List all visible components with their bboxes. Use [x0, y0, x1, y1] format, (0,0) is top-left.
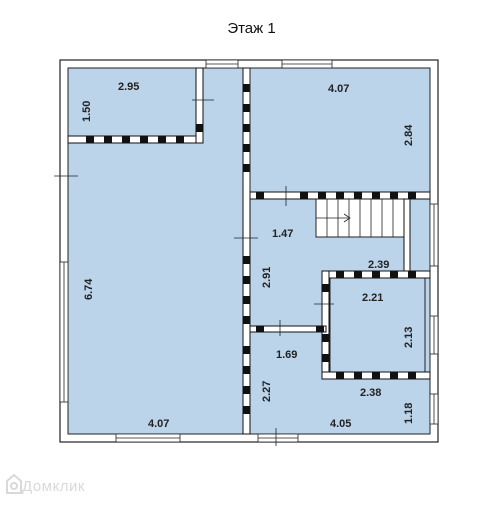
wall-bath-top-dashes — [336, 271, 416, 278]
wall-top-left-right — [195, 67, 204, 144]
room-bath — [329, 277, 426, 373]
wall-top-right-bottom-dashes — [256, 192, 416, 199]
watermark: Домклик — [22, 478, 85, 495]
dim-hall-width: 1.47 — [272, 228, 293, 240]
wall-bath-bottom-dashes — [336, 372, 416, 379]
dim-bath-height: 2.13 — [403, 327, 415, 348]
wall-small-room-top — [249, 325, 327, 333]
wall-top-left-bottom-dashes — [86, 136, 184, 143]
dim-top-left-width: 2.95 — [118, 81, 139, 93]
dim-top-left-height: 1.50 — [81, 101, 93, 122]
window-top-1 — [205, 59, 239, 69]
window-right-3 — [429, 393, 439, 425]
window-right-1 — [429, 203, 439, 267]
dim-hall-height: 2.91 — [261, 267, 273, 288]
dim-bottom-center-height: 2.27 — [261, 381, 273, 402]
window-bottom-2 — [257, 433, 299, 443]
dim-bath-bottom: 2.38 — [360, 387, 381, 399]
dim-top-right-width: 4.07 — [328, 83, 349, 95]
floor-title: Этаж 1 — [227, 20, 276, 37]
dim-top-right-height: 2.84 — [403, 124, 415, 146]
dim-bath-top: 2.39 — [368, 259, 389, 271]
window-bottom-1 — [115, 433, 181, 443]
wall-central-dashes — [243, 84, 250, 414]
dim-small-room-width: 1.69 — [276, 349, 297, 361]
stair-wall — [403, 198, 411, 276]
domclick-logo-icon — [6, 474, 22, 494]
dim-big-room-height: 6.74 — [83, 278, 95, 300]
window-right-2 — [429, 315, 439, 355]
window-left — [59, 261, 69, 403]
window-top-2 — [281, 59, 333, 69]
dim-bath-inner-width: 2.21 — [362, 292, 383, 304]
staircase — [315, 198, 405, 238]
door-markers — [54, 99, 334, 446]
wall-central-vertical — [242, 67, 251, 435]
room-top-right — [249, 67, 431, 193]
dim-bottom-right-height: 1.18 — [403, 403, 415, 424]
dim-big-room-width: 4.07 — [148, 418, 169, 430]
dim-bottom-right-width: 4.05 — [330, 418, 351, 430]
